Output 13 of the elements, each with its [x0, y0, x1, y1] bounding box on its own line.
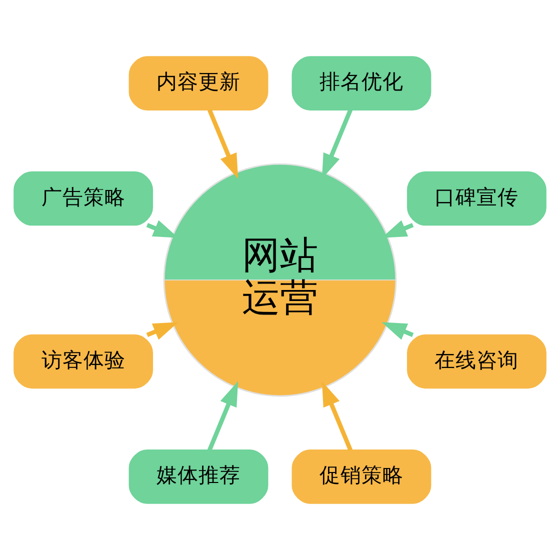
node-box: 访客体验 — [14, 334, 154, 389]
arrow — [146, 322, 178, 340]
node-box: 促销策略 — [292, 450, 432, 504]
arrow — [322, 381, 353, 452]
node-box: 广告策略 — [14, 171, 154, 226]
node-box: 排名优化 — [292, 56, 432, 110]
arrow — [382, 322, 414, 340]
node-box: 口碑宣传 — [406, 171, 546, 226]
node-box: 内容更新 — [128, 56, 268, 110]
node-box: 媒体推荐 — [128, 450, 268, 504]
arrow — [207, 381, 238, 452]
node-box: 在线咨询 — [406, 334, 546, 389]
arrow — [207, 109, 238, 179]
